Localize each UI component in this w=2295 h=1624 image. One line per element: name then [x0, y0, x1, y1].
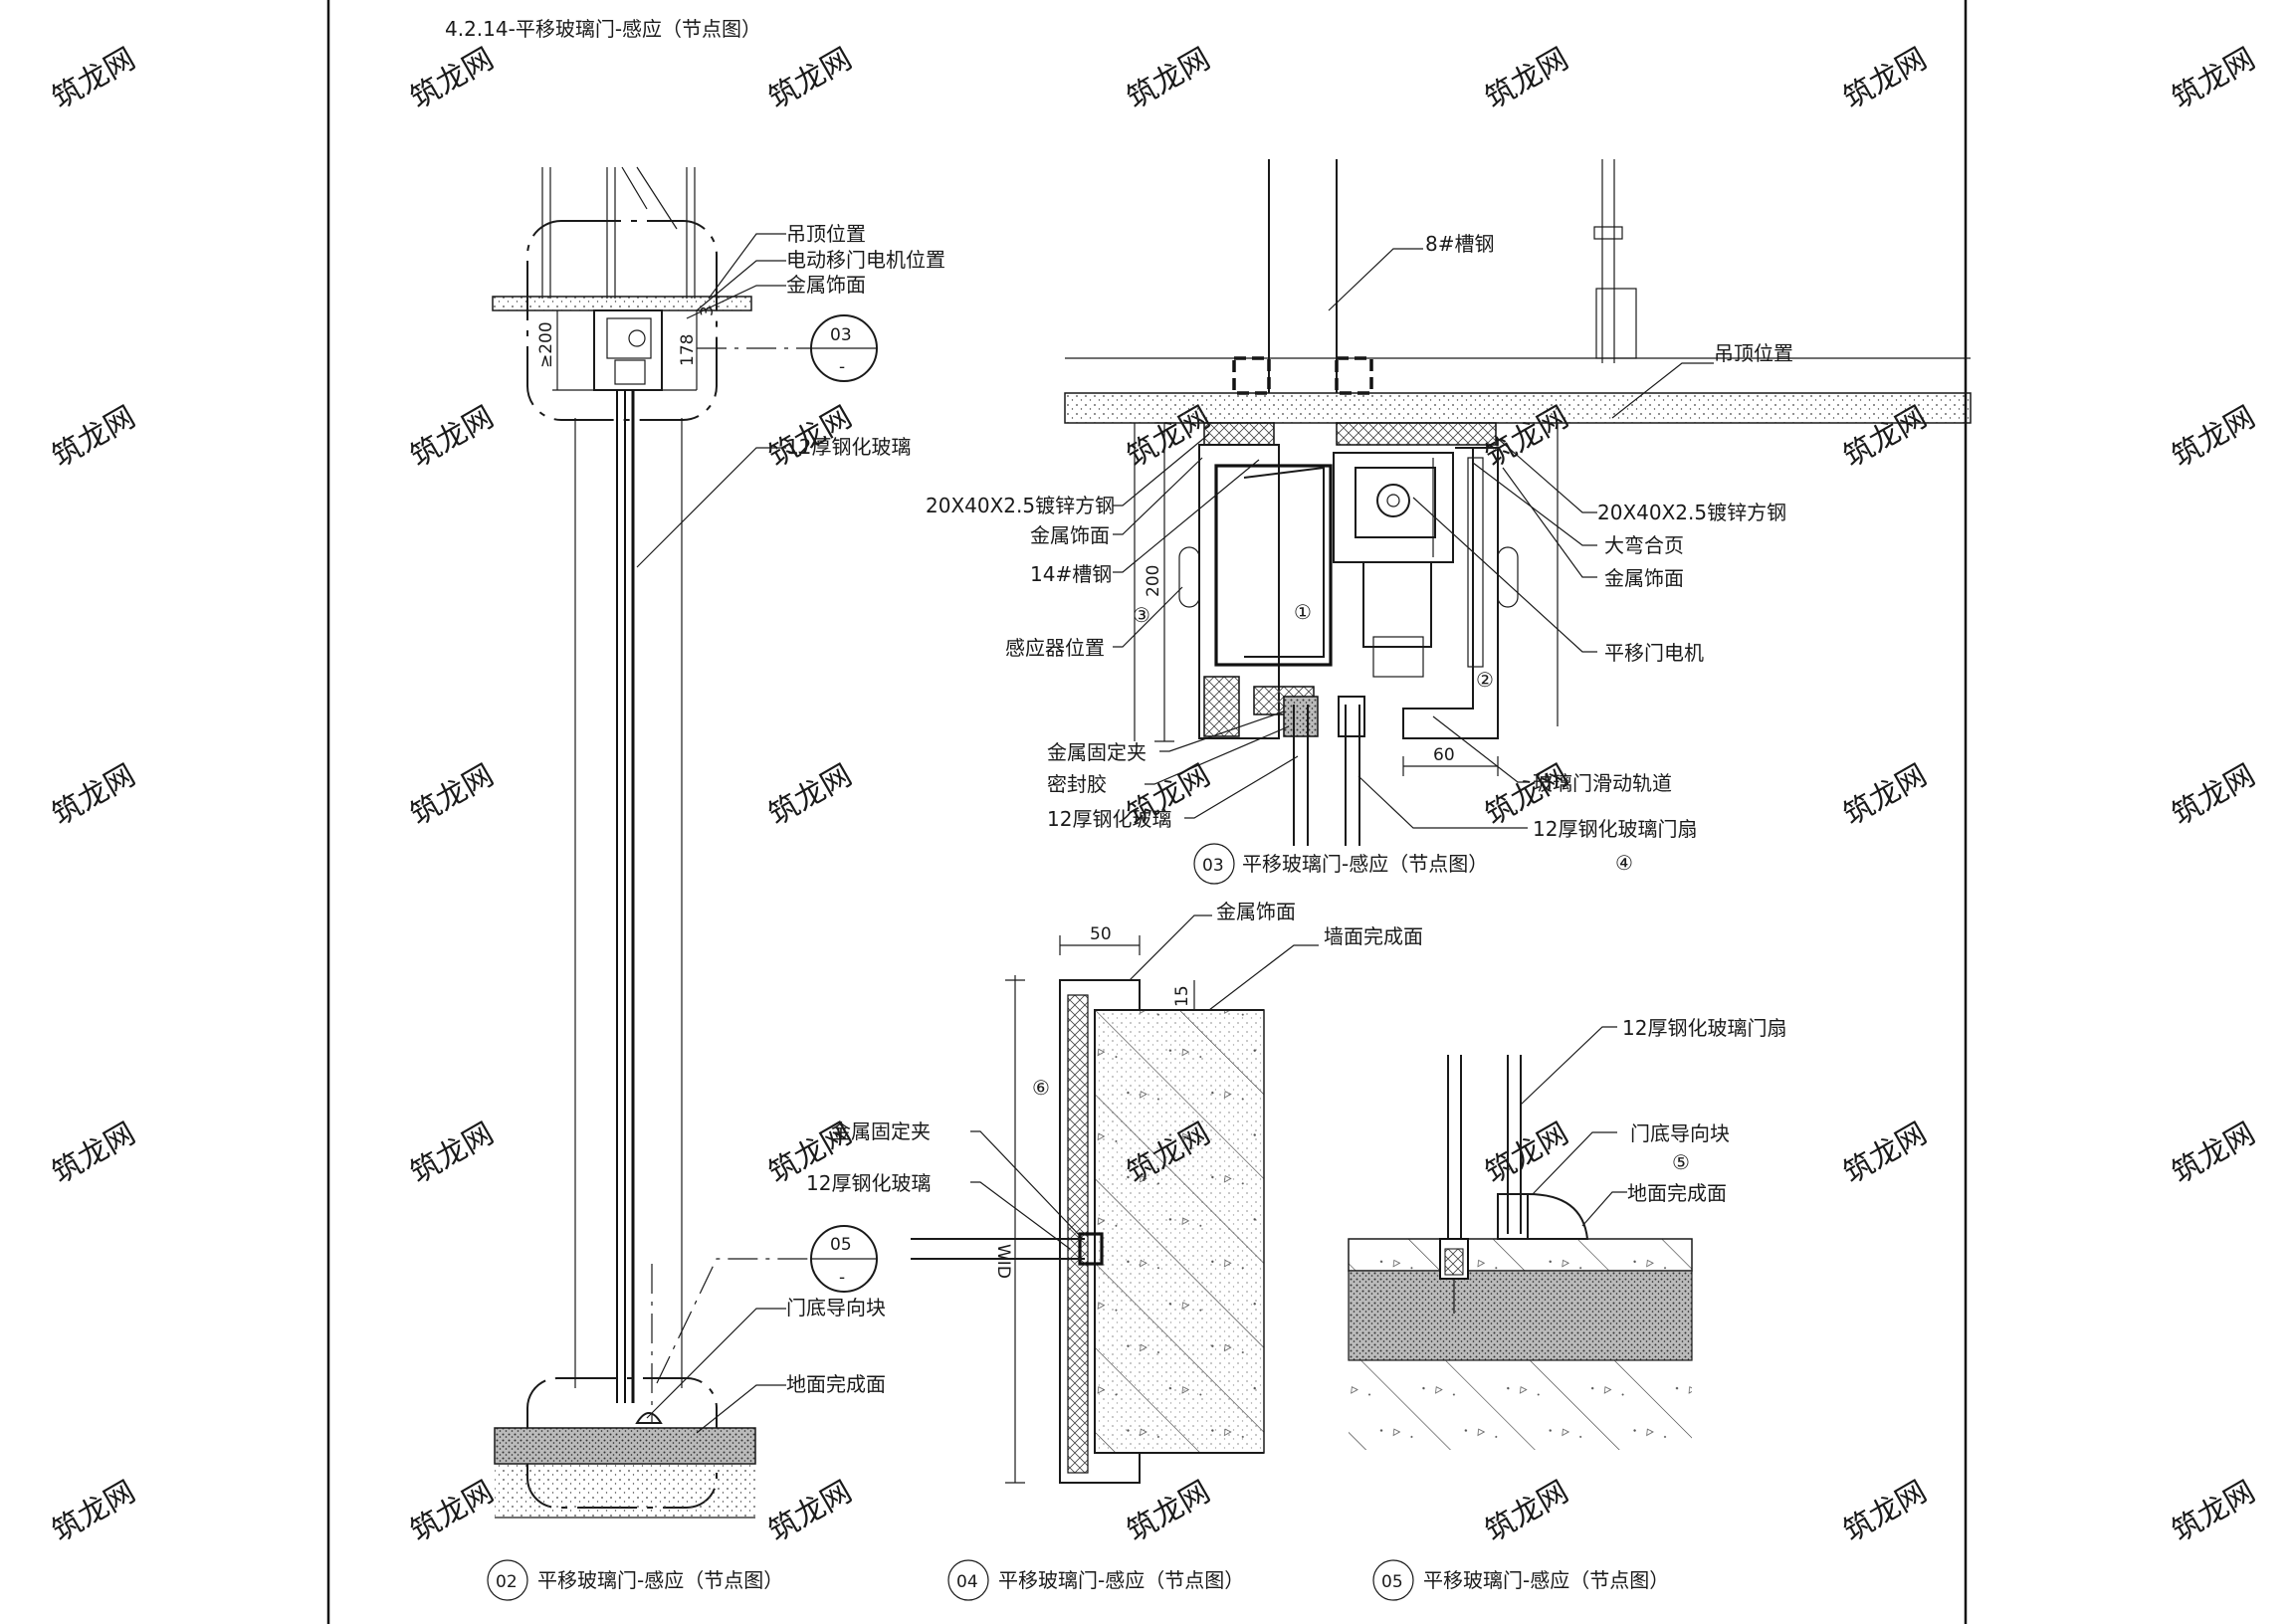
caption-v04: 04 平移玻璃门-感应（节点图）	[947, 1559, 1244, 1601]
watermark-text: 筑龙网	[763, 758, 858, 833]
label-metal-finish-04: 金属饰面	[1216, 900, 1296, 923]
caption-v02: 02 平移玻璃门-感应（节点图）	[487, 1559, 783, 1601]
view-05-drawing	[1348, 1055, 1693, 1450]
label-metal-clamp-04: 金属固定夹	[831, 1119, 931, 1143]
watermark-text: 筑龙网	[2167, 42, 2261, 116]
watermark-text: 筑龙网	[405, 400, 500, 475]
caption-v03-text: 平移玻璃门-感应（节点图）	[1242, 852, 1488, 876]
watermark-text: 筑龙网	[47, 42, 141, 116]
watermark-text: 筑龙网	[763, 42, 858, 116]
label-hinge: 大弯合页	[1604, 533, 1684, 557]
label-floor-finish-05: 地面完成面	[1627, 1181, 1727, 1205]
view-04-drawing: ⑥ 50 15 WID	[911, 924, 1265, 1484]
watermark-text: 筑龙网	[1122, 1475, 1216, 1549]
marker-3: ③	[1133, 603, 1150, 627]
view-03-drawing: 200 60 ① ② ③ ④	[1064, 159, 1972, 875]
marker-4: ④	[1615, 851, 1633, 875]
label-slide-motor: 平移门电机	[1604, 641, 1704, 665]
view-05-annotations: 12厚钢化玻璃门扇 门底导向块 ⑤ 地面完成面	[1520, 1016, 1786, 1227]
label-glass-door-leaf-03: 12厚钢化玻璃门扇	[1533, 817, 1697, 841]
watermark-text: 筑龙网	[1838, 1116, 1933, 1191]
callout-03-num: 03	[830, 325, 852, 345]
watermark-text: 筑龙网	[1480, 1116, 1574, 1191]
label-floor-finish: 地面完成面	[786, 1372, 886, 1396]
dim-50: 50	[1090, 924, 1112, 944]
caption-v05: 05 平移玻璃门-感应（节点图）	[1372, 1559, 1669, 1601]
caption-v03-number: 03	[1202, 856, 1224, 876]
label-metal-finish-left: 金属饰面	[1030, 523, 1110, 547]
dim-178: 178	[678, 334, 698, 366]
marker-6: ⑥	[1032, 1076, 1050, 1100]
label-ceiling-position: 吊顶位置	[786, 222, 866, 246]
sheet-title: 4.2.14-平移玻璃门-感应（节点图）	[445, 17, 761, 41]
dim-3: 3	[698, 305, 718, 316]
label-14-channel: 14#槽钢	[1030, 562, 1112, 586]
label-metal-clamp-03: 金属固定夹	[1047, 740, 1147, 764]
dim-60: 60	[1433, 745, 1455, 765]
watermark-text: 筑龙网	[1480, 42, 1574, 116]
watermark-text: 筑龙网	[1838, 758, 1933, 833]
caption-v03: 03 平移玻璃门-感应（节点图）	[1193, 843, 1488, 885]
watermark-text: 筑龙网	[47, 758, 141, 833]
caption-v04-text: 平移玻璃门-感应（节点图）	[998, 1568, 1244, 1592]
label-slide-track: 玻璃门滑动轨道	[1533, 771, 1672, 795]
label-guide-block-05: 门底导向块	[1630, 1121, 1730, 1145]
marker-2: ②	[1476, 668, 1494, 692]
watermark-text: 筑龙网	[2167, 1475, 2261, 1549]
watermark-text: 筑龙网	[47, 400, 141, 475]
label-metal-finish: 金属饰面	[786, 273, 866, 297]
label-tempered-glass-04: 12厚钢化玻璃	[806, 1171, 931, 1195]
label-galv-tube-left: 20X40X2.5镀锌方钢	[926, 494, 1115, 517]
watermark-text: 筑龙网	[2167, 400, 2261, 475]
label-sealant: 密封胶	[1047, 772, 1107, 796]
label-ceiling-position-03: 吊顶位置	[1714, 341, 1793, 365]
watermark-text: 筑龙网	[405, 42, 500, 116]
label-metal-finish-right: 金属饰面	[1604, 566, 1684, 590]
caption-v02-number: 02	[496, 1572, 518, 1592]
callout-03-sub: -	[839, 357, 845, 377]
caption-v02-text: 平移玻璃门-感应（节点图）	[537, 1568, 783, 1592]
label-guide-block: 门底导向块	[786, 1296, 886, 1320]
label-motor-position: 电动移门电机位置	[786, 248, 945, 272]
dim-wid: WID	[993, 1244, 1013, 1279]
watermark-text: 筑龙网	[47, 1116, 141, 1191]
view-04-annotations: 金属饰面 墙面完成面 金属固定夹 12厚钢化玻璃	[806, 900, 1423, 1250]
label-glass-door-leaf-05: 12厚钢化玻璃门扇	[1622, 1016, 1786, 1040]
watermark-text: 筑龙网	[1122, 42, 1216, 116]
watermark-text: 筑龙网	[2167, 758, 2261, 833]
watermark-text: 筑龙网	[1480, 1475, 1574, 1549]
watermark-text: 筑龙网	[405, 758, 500, 833]
watermark-text: 筑龙网	[405, 1116, 500, 1191]
view-02-drawing: ≥200 178 3	[492, 166, 756, 1519]
label-tempered-glass: 12厚钢化玻璃	[786, 435, 911, 459]
watermark-text: 筑龙网	[1838, 42, 1933, 116]
callout-05-sub: -	[839, 1268, 845, 1288]
watermark-text: 筑龙网	[405, 1475, 500, 1549]
dim-ge200: ≥200	[536, 321, 556, 368]
label-sensor-position: 感应器位置	[1005, 636, 1105, 660]
label-galv-tube-right: 20X40X2.5镀锌方钢	[1597, 501, 1786, 524]
marker-1: ①	[1294, 600, 1312, 624]
label-wall-finish: 墙面完成面	[1324, 924, 1423, 948]
label-tempered-glass-03: 12厚钢化玻璃	[1047, 807, 1171, 831]
watermark-text: 筑龙网	[2167, 1116, 2261, 1191]
caption-v04-number: 04	[956, 1572, 978, 1592]
dim-200: 200	[1144, 565, 1163, 597]
watermark-text: 筑龙网	[1838, 1475, 1933, 1549]
label-8-channel: 8#槽钢	[1425, 232, 1494, 256]
marker-5: ⑤	[1672, 1150, 1690, 1174]
view-03-annotations: 8#槽钢 吊顶位置 20X40X2.5镀锌方钢 金属饰面 14#槽钢 感应器位置…	[926, 232, 1793, 841]
view-02-annotations: 吊顶位置 电动移门电机位置 金属饰面 12厚钢化玻璃 门底导向块 地面完成面 0…	[636, 222, 945, 1434]
watermark-text: 筑龙网	[47, 1475, 141, 1549]
caption-v05-text: 平移玻璃门-感应（节点图）	[1423, 1568, 1669, 1592]
callout-05-num: 05	[830, 1235, 852, 1255]
watermark-text: 筑龙网	[763, 1475, 858, 1549]
caption-v05-number: 05	[1381, 1572, 1403, 1592]
dim-15: 15	[1172, 985, 1192, 1007]
